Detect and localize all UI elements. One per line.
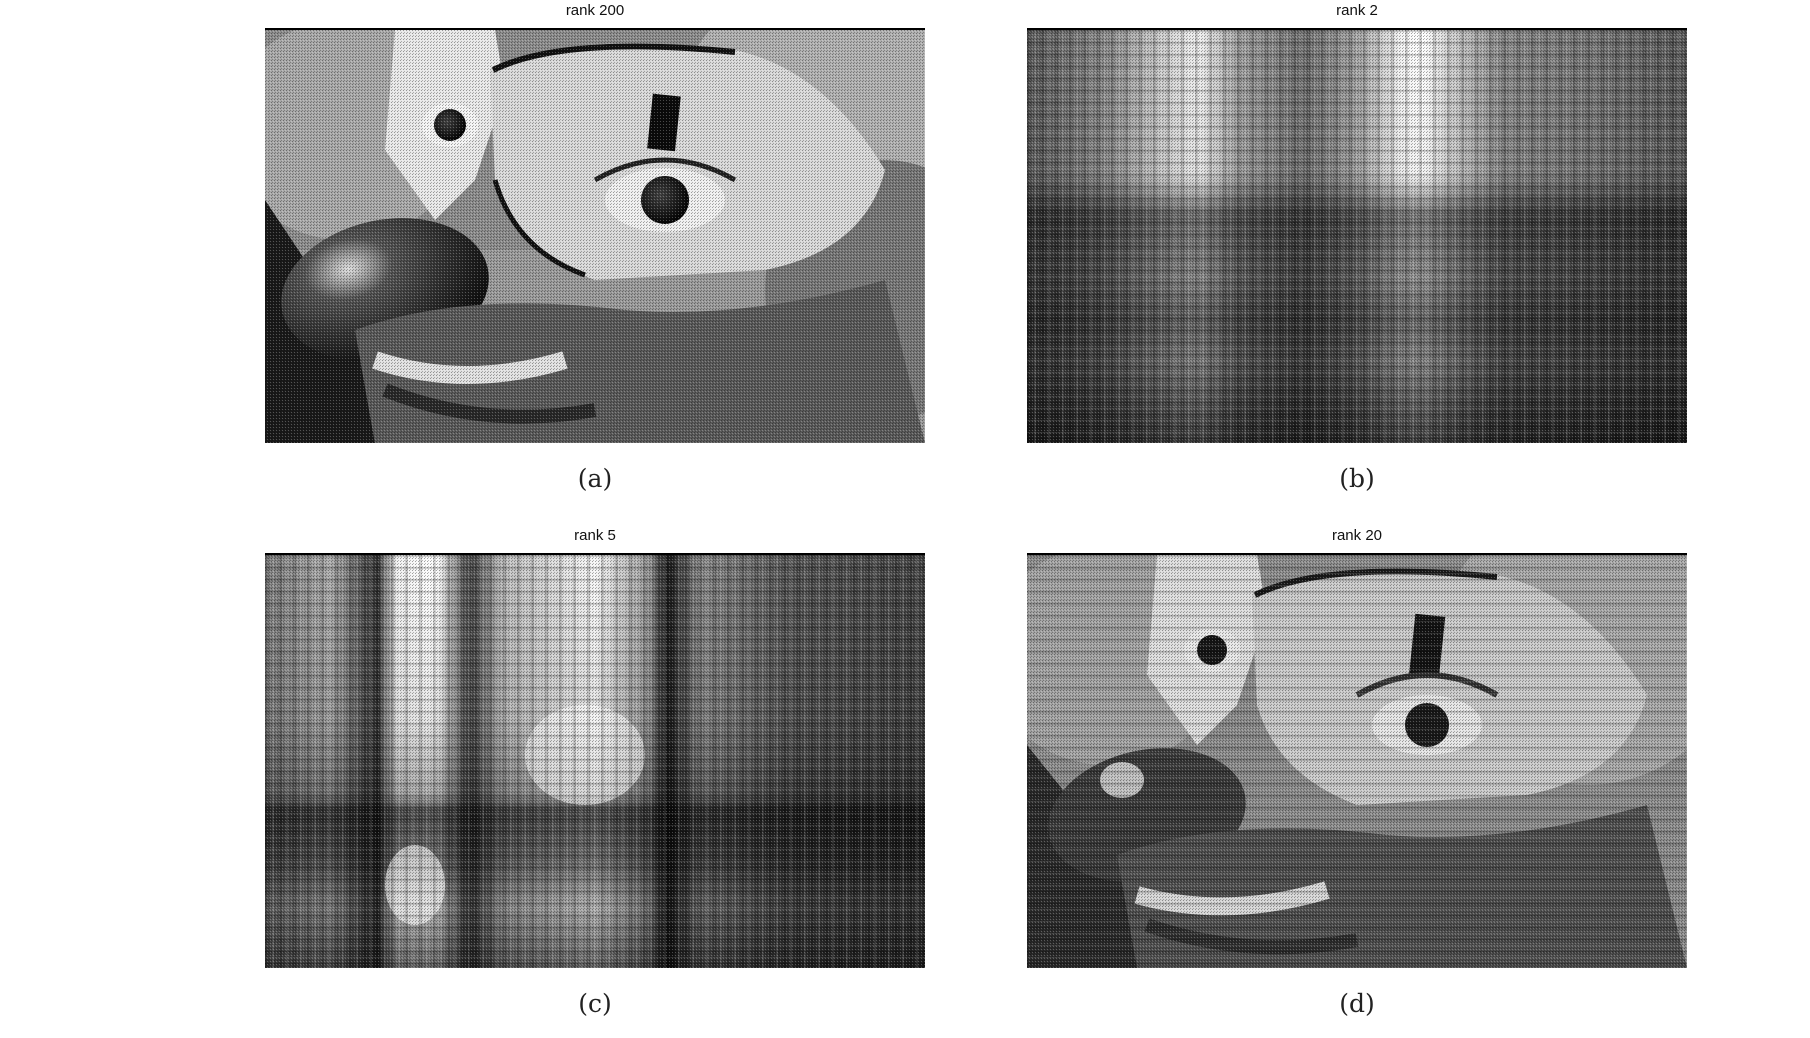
panel-caption: (c)	[578, 989, 612, 1018]
clown-image-rank-2	[1027, 28, 1687, 443]
panel-title: rank 200	[565, 2, 625, 19]
panel-caption: (d)	[1339, 989, 1375, 1018]
panel-title: rank 20	[1331, 527, 1383, 544]
clown-image-rank-20	[1027, 553, 1687, 968]
clown-image-rank-200	[265, 28, 925, 443]
panel-title: rank 5	[574, 527, 616, 544]
panel-caption: (a)	[577, 464, 613, 493]
panel-title: rank 2	[1336, 2, 1378, 19]
clown-image-rank-5	[265, 553, 925, 968]
panel-caption: (b)	[1339, 464, 1375, 493]
